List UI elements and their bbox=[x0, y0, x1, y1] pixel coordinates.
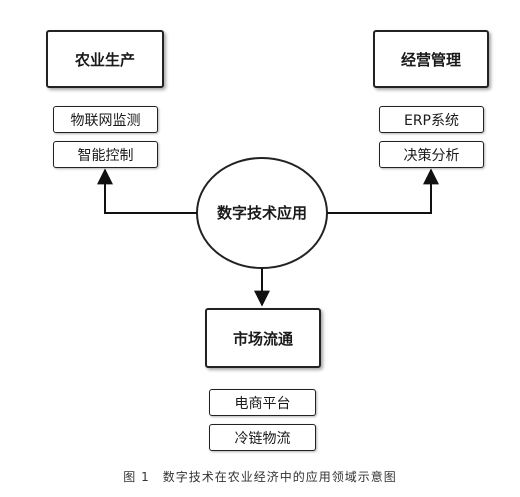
connector-to-management bbox=[327, 168, 439, 214]
management-node: 经营管理 bbox=[373, 30, 489, 88]
center-node-label: 数字技术应用 bbox=[216, 204, 307, 222]
connector-to-agriculture bbox=[97, 168, 197, 214]
management-item-erp: ERP系统 bbox=[379, 106, 484, 133]
management-item-decision-analysis: 决策分析 bbox=[379, 141, 484, 168]
agriculture-item-iot-monitoring: 物联网监测 bbox=[53, 106, 158, 133]
circulation-item-cold-chain: 冷链物流 bbox=[209, 424, 316, 451]
figure-caption: 图 1 数字技术在农业经济中的应用领域示意图 bbox=[123, 470, 397, 484]
circulation-item-ecommerce: 电商平台 bbox=[209, 389, 316, 416]
circulation-node: 市场流通 bbox=[205, 308, 321, 368]
agriculture-item-smart-control: 智能控制 bbox=[53, 141, 158, 168]
agriculture-node: 农业生产 bbox=[46, 30, 164, 88]
